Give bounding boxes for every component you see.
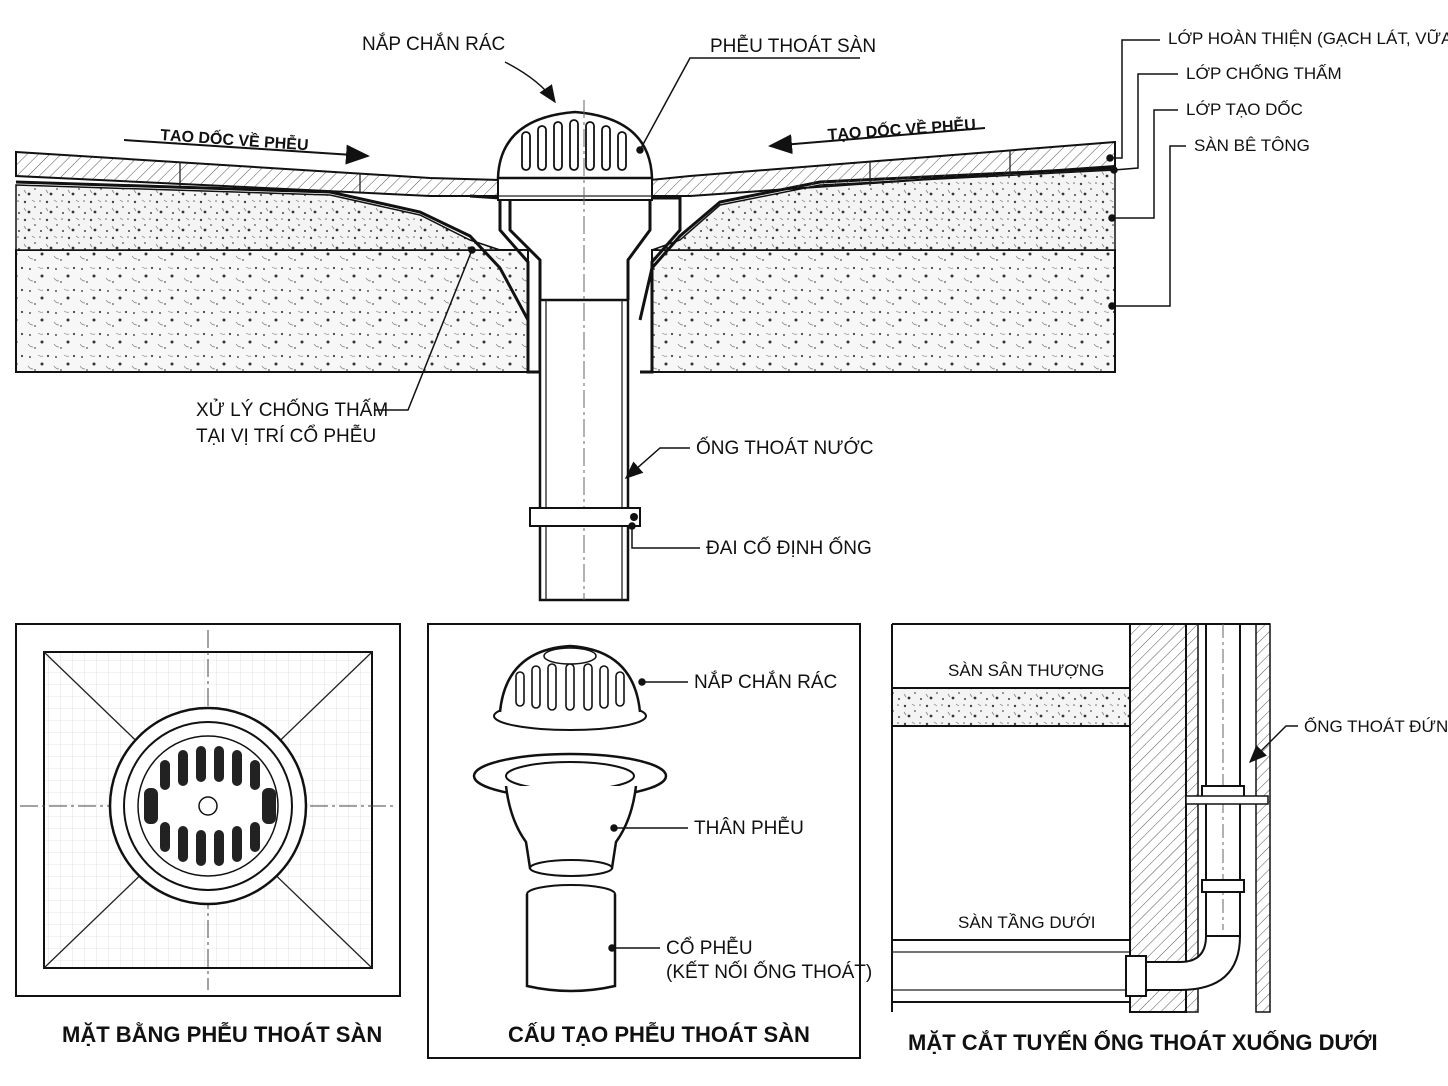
label-finish-layer: LỚP HOÀN THIỆN (GẠCH LÁT, VỮA...) xyxy=(1168,29,1448,48)
riser-label-roof-slab: SÀN SÂN THƯỢNG xyxy=(948,661,1104,680)
label-drain-pipe: ỐNG THOÁT NƯỚC xyxy=(696,437,874,459)
label-pipe-clamp: ĐAI CỐ ĐỊNH ỐNG xyxy=(706,537,872,559)
label-slope-layer: LỚP TẠO DỐC xyxy=(1186,99,1303,119)
label-waterproofing-line1: XỬ LÝ CHỐNG THẤM xyxy=(196,399,388,421)
riser-caption: MẶT CẮT TUYẾN ỐNG THOÁT XUỐNG DƯỚI xyxy=(908,1029,1378,1055)
parts-label-grate: NẮP CHẮN RÁC xyxy=(694,671,837,693)
slope-label-left: TẠO DỐC VỀ PHỄU xyxy=(160,124,310,154)
parts-panel: NẮP CHẮN RÁC THÂN PHỄU CỔ PHỄU (KẾT NỐI … xyxy=(427,623,872,1059)
drain-body-section xyxy=(469,194,682,374)
label-floor-drain: PHỄU THOÁT SÀN xyxy=(710,35,876,57)
plan-panel: MẶT BẰNG PHỄU THOÁT SÀN xyxy=(15,623,401,1047)
pipe-clamp xyxy=(529,507,641,527)
plan-caption: MẶT BẰNG PHỄU THOÁT SÀN xyxy=(62,1021,382,1047)
label-waterproof-layer: LỚP CHỐNG THẤM xyxy=(1186,63,1342,83)
riser-label-stack-pipe: ỐNG THOÁT ĐỨNG xyxy=(1304,716,1448,736)
riser-label-lower-slab: SÀN TẦNG DƯỚI xyxy=(958,913,1095,932)
parts-label-neck-line2: (KẾT NỐI ỐNG THOÁT) xyxy=(666,961,872,983)
parts-label-body: THÂN PHỄU xyxy=(694,817,804,839)
riser-panel: SÀN SÂN THƯỢNG SÀN TẦNG DƯỚI ỐNG THOÁT Đ… xyxy=(891,623,1448,1055)
slope-layer xyxy=(15,184,501,251)
label-grate: NẮP CHẮN RÁC xyxy=(362,33,505,55)
slope-label-right: TẠO DỐC VỀ PHỄU xyxy=(827,114,977,144)
main-section: TẠO DỐC VỀ PHỄU TẠO DỐC VỀ PHỄU NẮP CHẮN… xyxy=(15,29,1448,602)
plan-grate-slots xyxy=(144,746,276,866)
label-concrete-slab: SÀN BÊ TÔNG xyxy=(1194,136,1310,155)
parts-caption: CẤU TẠO PHỄU THOÁT SÀN xyxy=(508,1021,810,1047)
concrete-slab xyxy=(15,249,529,373)
label-waterproofing-line2: TẠI VỊ TRÍ CỔ PHỄU xyxy=(196,425,376,447)
parts-label-neck-line1: CỔ PHỄU xyxy=(666,937,753,959)
